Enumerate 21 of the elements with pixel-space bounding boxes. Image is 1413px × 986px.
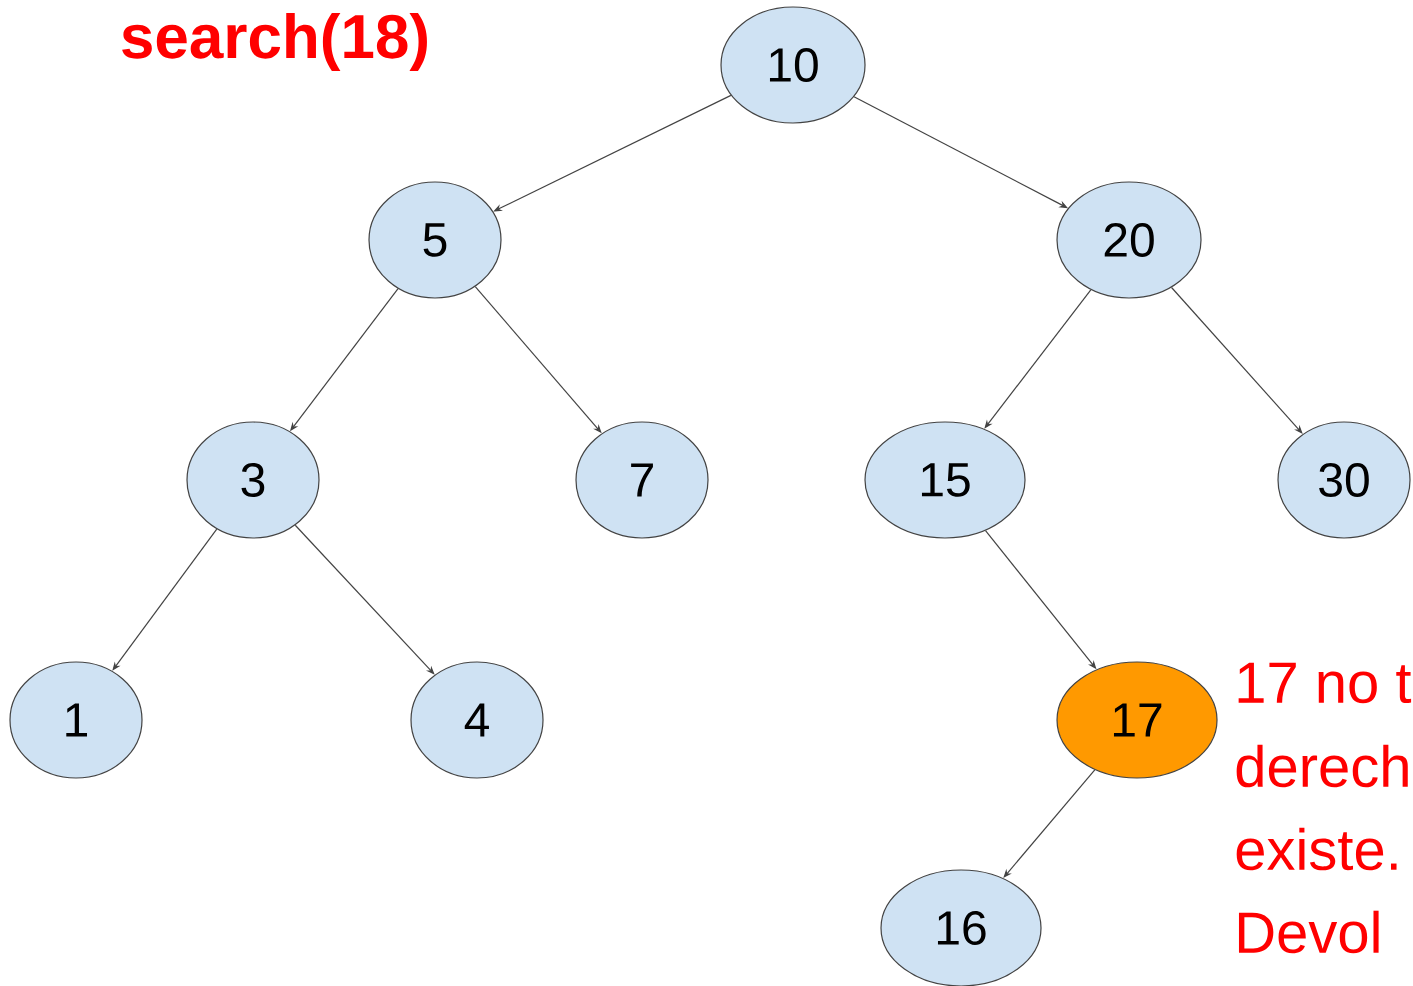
tree-node: 10: [720, 6, 866, 124]
note-text: Devol: [1238, 910, 1379, 954]
arrow: [1170, 286, 1303, 434]
note-text: derech: [1236, 744, 1408, 788]
arrow: [853, 96, 1068, 209]
arrow: [984, 289, 1092, 429]
tree-node: 1: [9, 661, 143, 779]
tree-node: 5: [368, 181, 502, 299]
tree-node: 20: [1056, 181, 1202, 299]
tree-node: 30: [1277, 421, 1411, 539]
note-text: existe.: [1236, 827, 1397, 871]
arrow: [294, 524, 435, 675]
tree-node: 15: [864, 421, 1026, 539]
arrow: [112, 528, 218, 671]
note-text: 17 no t: [1238, 662, 1412, 704]
tree-node: 17: [1056, 661, 1218, 779]
tree-node: 4: [410, 661, 544, 779]
tree-node: 3: [186, 421, 320, 539]
title: search(18): [122, 13, 427, 71]
tree-node: 7: [575, 421, 709, 539]
tree-node: 16: [880, 869, 1042, 986]
